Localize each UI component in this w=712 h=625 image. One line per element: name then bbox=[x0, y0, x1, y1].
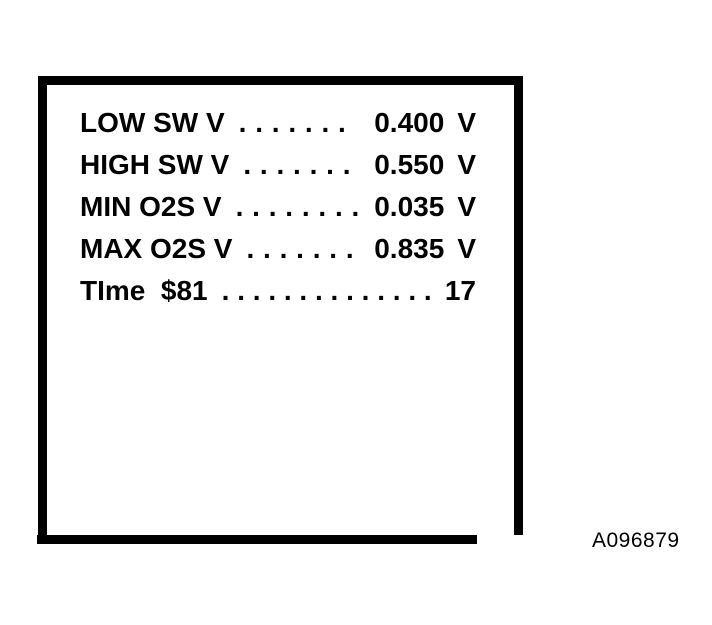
display-row: MIN O2S V . . . . . . . . 0.035 V bbox=[80, 186, 476, 228]
parameter-value: 0.550 bbox=[374, 149, 445, 180]
dot-leader: . . . . . . . . . . . . . . bbox=[221, 275, 432, 306]
display-row: MAX O2S V . . . . . . . 0.835 V bbox=[80, 228, 476, 270]
parameter-value: 0.835 bbox=[374, 233, 445, 264]
parameter-value: 17 bbox=[444, 275, 476, 306]
figure-code: A096879 bbox=[592, 529, 680, 552]
parameter-value: 0.400 bbox=[374, 107, 445, 138]
unit-label: V bbox=[457, 233, 476, 264]
unit-label: V bbox=[457, 149, 476, 180]
parameter-value: 0.035 bbox=[374, 191, 445, 222]
dot-leader: . . . . . . . bbox=[246, 233, 355, 264]
dot-leader: . . . . . . . . bbox=[235, 191, 360, 222]
display-row: HIGH SW V . . . . . . . 0.550 V bbox=[80, 144, 476, 186]
display-row: LOW SW V . . . . . . . 0.400 V bbox=[80, 102, 476, 144]
dot-leader: . . . . . . . bbox=[243, 149, 351, 180]
unit-label: V bbox=[457, 191, 476, 222]
display-border-shadow bbox=[37, 535, 477, 544]
parameter-label: TIme $81 bbox=[80, 275, 208, 306]
parameter-label: HIGH SW V bbox=[80, 149, 230, 180]
parameter-label: MIN O2S V bbox=[80, 191, 222, 222]
dot-leader: . . . . . . . bbox=[238, 107, 347, 138]
readout-list: LOW SW V . . . . . . . 0.400 V HIGH SW V… bbox=[47, 85, 514, 312]
unit-label: V bbox=[457, 107, 476, 138]
scan-tool-display: LOW SW V . . . . . . . 0.400 V HIGH SW V… bbox=[38, 76, 523, 535]
display-row: TIme $81 . . . . . . . . . . . . . . 17 bbox=[80, 270, 476, 312]
parameter-label: LOW SW V bbox=[80, 107, 225, 138]
parameter-label: MAX O2S V bbox=[80, 233, 233, 264]
